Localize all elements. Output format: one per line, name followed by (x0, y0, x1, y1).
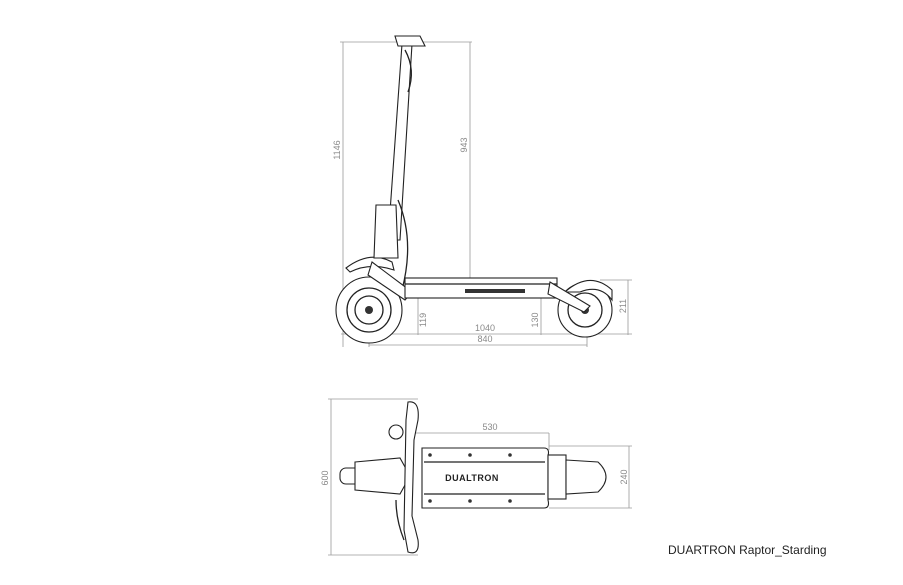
dim-label-211: 211 (618, 299, 628, 313)
dim-label-1040: 1040 (475, 323, 495, 333)
rear-fender (563, 279, 613, 302)
dim-deck-height: 211 (600, 279, 632, 335)
dim-front-clearance: 119 (417, 298, 428, 335)
dim-label-130: 130 (530, 312, 540, 327)
handlebar-top (403, 401, 419, 554)
handlebar (394, 35, 426, 47)
dim-deck-length: 530 (415, 422, 550, 450)
dim-label-943: 943 (459, 137, 469, 152)
deck-logo: DUALTRON (445, 473, 499, 483)
scooter-top: DUALTRON (339, 401, 607, 554)
dim-label-600: 600 (320, 470, 330, 485)
dim-rear-clearance: 130 (530, 298, 542, 335)
side-view: 1146 943 119 130 211 1040 840 (332, 35, 632, 347)
scooter-side (335, 35, 613, 344)
deck-top (421, 447, 550, 509)
drawing-caption: DUARTRON Raptor_Starding (668, 543, 827, 557)
dim-label-840: 840 (477, 334, 492, 344)
deck (404, 277, 558, 299)
top-view: 600 530 240 DUALTRON (320, 398, 632, 556)
dim-handlebar-width: 600 (320, 398, 418, 556)
dim-label-240: 240 (619, 469, 629, 484)
front-fender (345, 256, 395, 273)
dim-label-530: 530 (482, 422, 497, 432)
dim-label-119: 119 (418, 313, 428, 327)
dim-label-1146: 1146 (332, 140, 342, 159)
dim-deck-width: 240 (549, 445, 632, 509)
rear-top (565, 459, 607, 495)
dim-handlebar-height: 943 (420, 41, 472, 278)
